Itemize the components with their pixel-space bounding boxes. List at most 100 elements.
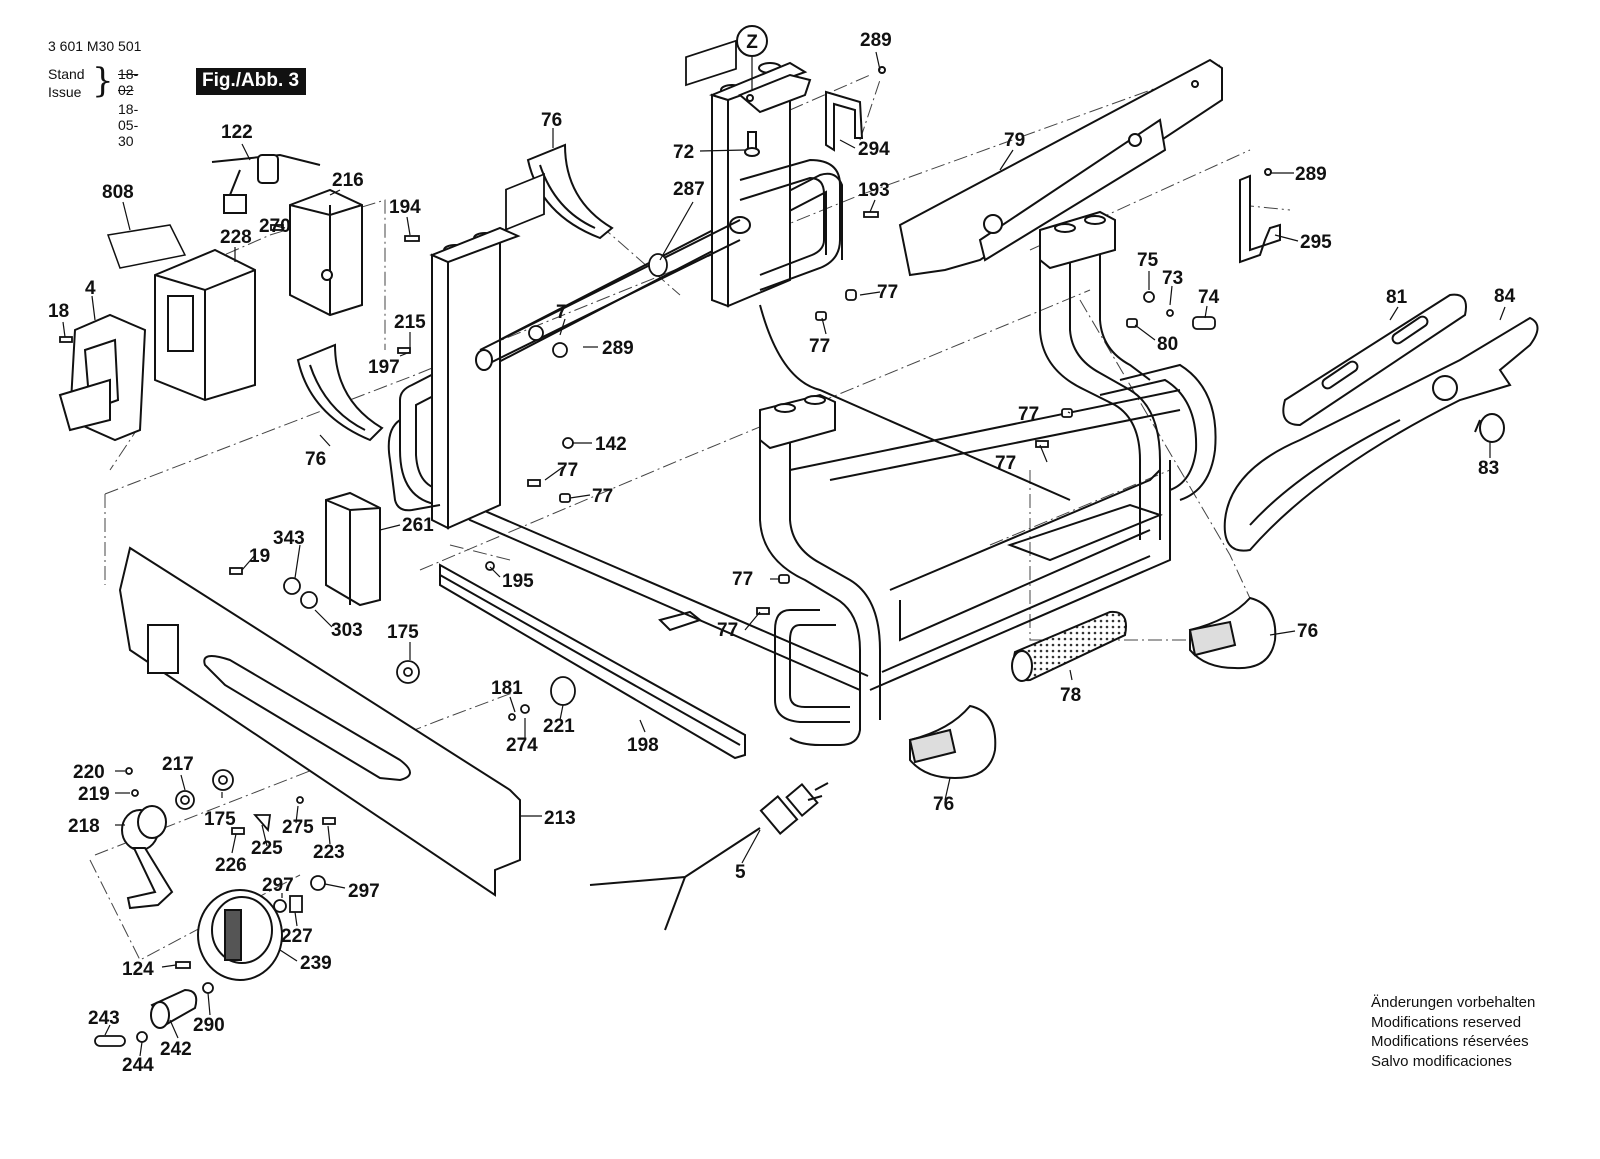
callout-275: 275 — [282, 817, 314, 838]
callout-72: 72 — [673, 142, 694, 163]
part-228-box — [154, 248, 256, 402]
callout-303: 303 — [331, 620, 363, 641]
callout-77-d: 77 — [995, 453, 1016, 474]
callout-77-a: 77 — [877, 282, 898, 303]
revision-dates: 18-02 18-05-30 — [118, 66, 138, 149]
callout-290: 290 — [193, 1015, 225, 1036]
callout-274: 274 — [506, 735, 538, 756]
part-5-cord — [589, 782, 829, 931]
part-72-screw — [744, 131, 760, 157]
old-revision-date: 18-02 — [118, 66, 139, 98]
callout-76-right: 76 — [1297, 621, 1318, 642]
callout-5: 5 — [735, 862, 746, 883]
callout-76-left: 76 — [305, 449, 326, 470]
callout-175-b: 175 — [204, 809, 236, 830]
callout-124: 124 — [122, 959, 154, 980]
callout-808: 808 — [102, 182, 134, 203]
callout-73: 73 — [1162, 268, 1183, 289]
callout-270: 270 — [259, 216, 291, 237]
callout-198: 198 — [627, 735, 659, 756]
callout-227: 227 — [281, 926, 313, 947]
callout-226: 226 — [215, 855, 247, 876]
part-84-arm — [1223, 316, 1539, 552]
callout-76-front: 76 — [933, 794, 954, 815]
z-reference-circle — [736, 25, 768, 57]
part-83-cap — [1474, 413, 1505, 443]
callout-261: 261 — [402, 515, 434, 536]
brace-icon: } — [92, 61, 114, 101]
callout-287: 287 — [673, 179, 705, 200]
part-295-bracket — [1239, 168, 1281, 264]
callout-223: 223 — [313, 842, 345, 863]
callout-77-f: 77 — [592, 486, 613, 507]
modifications-note: Änderungen vorbehalten Modifications res… — [1371, 993, 1535, 1071]
callout-295: 295 — [1300, 232, 1332, 253]
callout-213: 213 — [544, 808, 576, 829]
part-small-hardware — [125, 39, 1216, 913]
note-line-en: Modifications reserved — [1371, 1013, 1522, 1031]
part-808-label — [106, 224, 187, 269]
callout-195: 195 — [502, 571, 534, 592]
callout-243: 243 — [88, 1008, 120, 1029]
issue-label: Issue — [48, 84, 82, 100]
part-261-block — [325, 491, 381, 607]
callout-18: 18 — [48, 301, 69, 322]
part-122-clip — [211, 153, 321, 214]
callout-77-b: 77 — [809, 336, 830, 357]
callout-239: 239 — [300, 953, 332, 974]
leader-lines — [62, 51, 1506, 1057]
part-218-lever — [121, 805, 174, 910]
callout-181: 181 — [491, 678, 523, 699]
part-76-bracket-left — [296, 343, 384, 442]
callout-244: 244 — [122, 1055, 154, 1076]
callout-217: 217 — [162, 754, 194, 775]
callout-77-h: 77 — [717, 620, 738, 641]
callout-7: 7 — [556, 302, 567, 323]
part-4-switch — [58, 313, 147, 442]
part-screws — [59, 211, 1138, 1047]
callout-79: 79 — [1004, 130, 1025, 151]
callout-242: 242 — [160, 1039, 192, 1060]
leg-tubes-rear — [1039, 210, 1161, 540]
figure-label: Fig./Abb. 3 — [196, 68, 307, 95]
callout-4: 4 — [85, 278, 96, 299]
callout-297-a: 297 — [262, 875, 294, 896]
callout-19: 19 — [249, 546, 270, 567]
part-242-sleeve — [150, 988, 198, 1029]
callout-294: 294 — [858, 139, 890, 160]
callout-78: 78 — [1060, 685, 1081, 706]
note-line-fr: Modifications réservées — [1371, 1033, 1529, 1050]
callout-228: 228 — [220, 227, 252, 248]
note-line-es: Salvo modificaciones — [1371, 1052, 1512, 1070]
callout-220: 220 — [73, 762, 105, 783]
callout-labels: Z 289 294 72 76 122 808 216 228 270 194 … — [48, 30, 1516, 1076]
callout-215: 215 — [394, 312, 426, 333]
callout-289-top: 289 — [860, 30, 892, 51]
part-81-plate — [1282, 293, 1467, 427]
document-number: 3 601 M30 501 — [48, 38, 142, 54]
part-216-housing — [289, 188, 363, 317]
callout-76-top: 76 — [541, 110, 562, 131]
callout-77-e: 77 — [557, 460, 578, 481]
callout-83: 83 — [1478, 458, 1499, 479]
handle-loops — [387, 158, 841, 512]
callout-193: 193 — [858, 180, 890, 201]
callout-142: 142 — [595, 434, 627, 455]
part-78-grip — [1011, 610, 1127, 682]
callout-289-mid: 289 — [602, 338, 634, 359]
callout-122: 122 — [221, 122, 253, 143]
part-76-foot-front — [908, 704, 997, 780]
callout-343: 343 — [273, 528, 305, 549]
callout-81: 81 — [1386, 287, 1408, 308]
callout-77-g: 77 — [732, 569, 753, 590]
callout-218: 218 — [68, 816, 100, 837]
callout-77-c: 77 — [1018, 404, 1039, 425]
stand-label: Stand — [48, 66, 85, 82]
callout-74: 74 — [1198, 287, 1220, 308]
callout-84: 84 — [1494, 286, 1516, 307]
callout-219: 219 — [78, 784, 110, 805]
part-z-bracket — [738, 73, 812, 114]
uprights-left — [429, 226, 521, 530]
new-revision-date: 18-05-30 — [118, 101, 139, 149]
